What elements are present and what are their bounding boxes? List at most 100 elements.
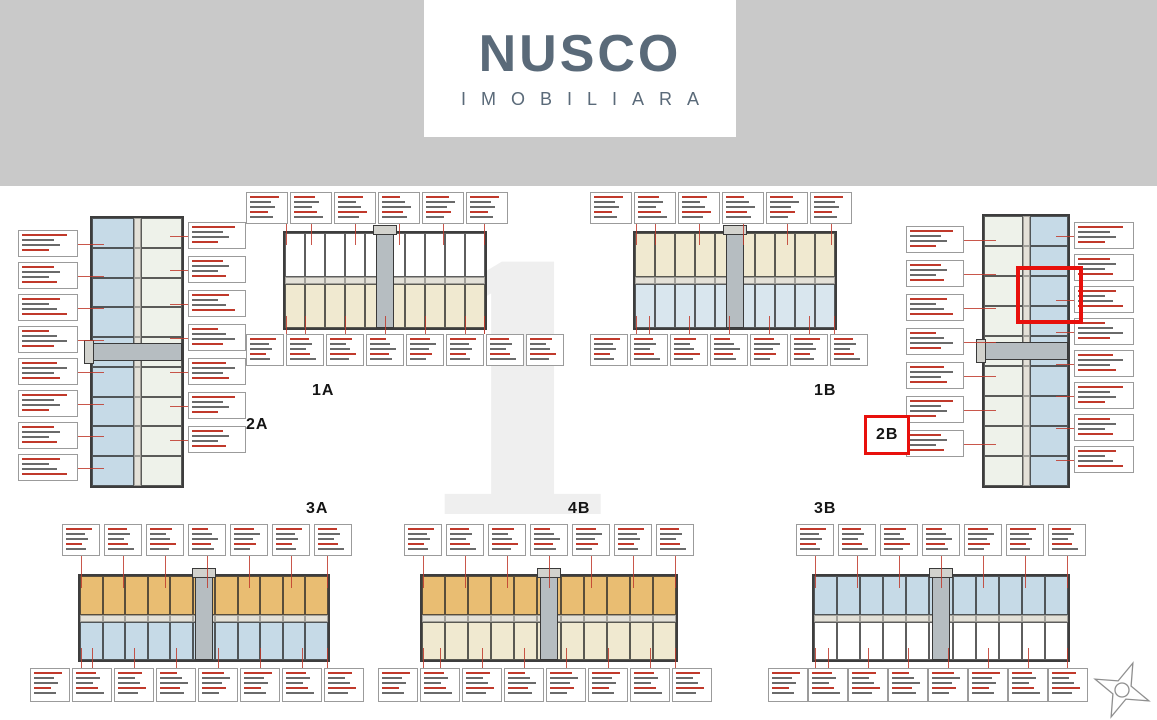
unit-cell — [425, 233, 445, 277]
label-text-line — [1078, 364, 1111, 366]
label-text-line — [618, 548, 639, 550]
label-text-line — [834, 358, 860, 360]
leader-line — [964, 341, 996, 343]
unit-cell — [514, 576, 538, 615]
label-text-line — [22, 281, 58, 283]
label-text-line — [676, 687, 704, 689]
unit-grid — [285, 233, 485, 328]
unit-cell — [422, 621, 446, 660]
label-text-line — [118, 682, 140, 684]
unit-cell — [465, 284, 485, 328]
unit-label-box — [488, 524, 526, 556]
label-text-line — [290, 348, 306, 350]
building-plan-2A[interactable] — [84, 216, 184, 488]
label-text-line — [926, 543, 945, 545]
label-text-line — [192, 372, 223, 374]
label-text-line — [382, 211, 404, 213]
label-text-line — [910, 366, 944, 368]
label-text-line — [22, 409, 50, 411]
unit-label-box — [198, 668, 238, 702]
label-text-line — [370, 338, 386, 340]
stair-landing — [976, 339, 986, 363]
corridor-cell — [133, 247, 141, 278]
label-text-line — [634, 358, 660, 360]
building-plan-2B[interactable] — [976, 214, 1070, 488]
label-text-line — [150, 528, 173, 530]
label-text-line — [192, 445, 226, 447]
unit-cell — [422, 576, 446, 615]
label-text-line — [426, 211, 452, 213]
label-text-line — [276, 538, 299, 540]
leader-line — [815, 648, 816, 668]
label-text-line — [424, 692, 452, 694]
unit-label-box — [880, 524, 918, 556]
label-text-line — [754, 338, 775, 340]
leader-line — [440, 648, 441, 668]
label-text-line — [426, 216, 444, 218]
label-text-line — [382, 206, 412, 208]
unit-cell — [675, 233, 695, 277]
label-text-line — [192, 304, 226, 306]
building-plan-1A[interactable] — [283, 225, 487, 330]
stair-landing — [84, 340, 94, 364]
label-text-line — [714, 358, 737, 360]
unit-label-box — [314, 524, 352, 556]
label-text-line — [576, 548, 592, 550]
building-plan-3A[interactable] — [78, 568, 330, 662]
leader-line — [176, 648, 177, 668]
unit-label-box — [964, 524, 1002, 556]
label-text-line — [594, 343, 613, 345]
label-text-line — [594, 216, 618, 218]
corridor-cell — [998, 614, 1022, 622]
unit-cell — [305, 284, 325, 328]
unit-cell — [795, 233, 815, 277]
label-text-line — [508, 682, 536, 684]
unit-cell — [975, 576, 999, 615]
building-plan-3B[interactable] — [812, 568, 1070, 662]
label-text-line — [192, 338, 235, 340]
label-text-line — [892, 672, 909, 674]
label-text-line — [910, 308, 944, 310]
label-text-line — [290, 343, 313, 345]
header-band: NUSCO IMOBILIARA — [0, 0, 1157, 186]
unit-label-box — [462, 668, 502, 702]
leader-line — [815, 556, 816, 588]
label-text-line — [1078, 396, 1117, 398]
corridor-cell — [775, 277, 795, 284]
corridor-cell — [215, 614, 238, 622]
label-text-line — [550, 687, 574, 689]
leader-line — [566, 648, 567, 668]
unit-cell — [80, 576, 103, 615]
label-text-line — [910, 279, 944, 281]
label-text-line — [634, 348, 650, 350]
label-text-line — [1012, 682, 1029, 684]
label-text-line — [108, 548, 134, 550]
unit-cell — [1044, 621, 1068, 660]
leader-line — [170, 405, 188, 407]
building-plan-1B[interactable] — [633, 225, 837, 330]
label-text-line — [202, 682, 222, 684]
unit-label-box — [18, 390, 78, 417]
corridor-cell — [795, 277, 815, 284]
label-text-line — [370, 343, 391, 345]
corridor-cell — [815, 277, 835, 284]
building-plan-4B[interactable] — [420, 568, 678, 662]
leader-line — [831, 224, 832, 245]
leader-line — [699, 224, 700, 245]
unit-label-box — [634, 192, 676, 224]
label-text-line — [852, 682, 874, 684]
leader-line — [170, 269, 188, 271]
label-text-line — [530, 338, 553, 340]
label-text-line — [382, 201, 406, 203]
label-text-line — [794, 348, 817, 350]
unit-cell — [652, 576, 676, 615]
label-text-line — [192, 236, 229, 238]
label-text-line — [234, 548, 250, 550]
label-text-line — [318, 543, 339, 545]
label-text-line — [450, 348, 473, 350]
unit-label-box — [796, 524, 834, 556]
label-text-line — [244, 672, 272, 674]
label-text-line — [634, 692, 662, 694]
unit-cell — [1044, 576, 1068, 615]
label-text-line — [466, 692, 486, 694]
